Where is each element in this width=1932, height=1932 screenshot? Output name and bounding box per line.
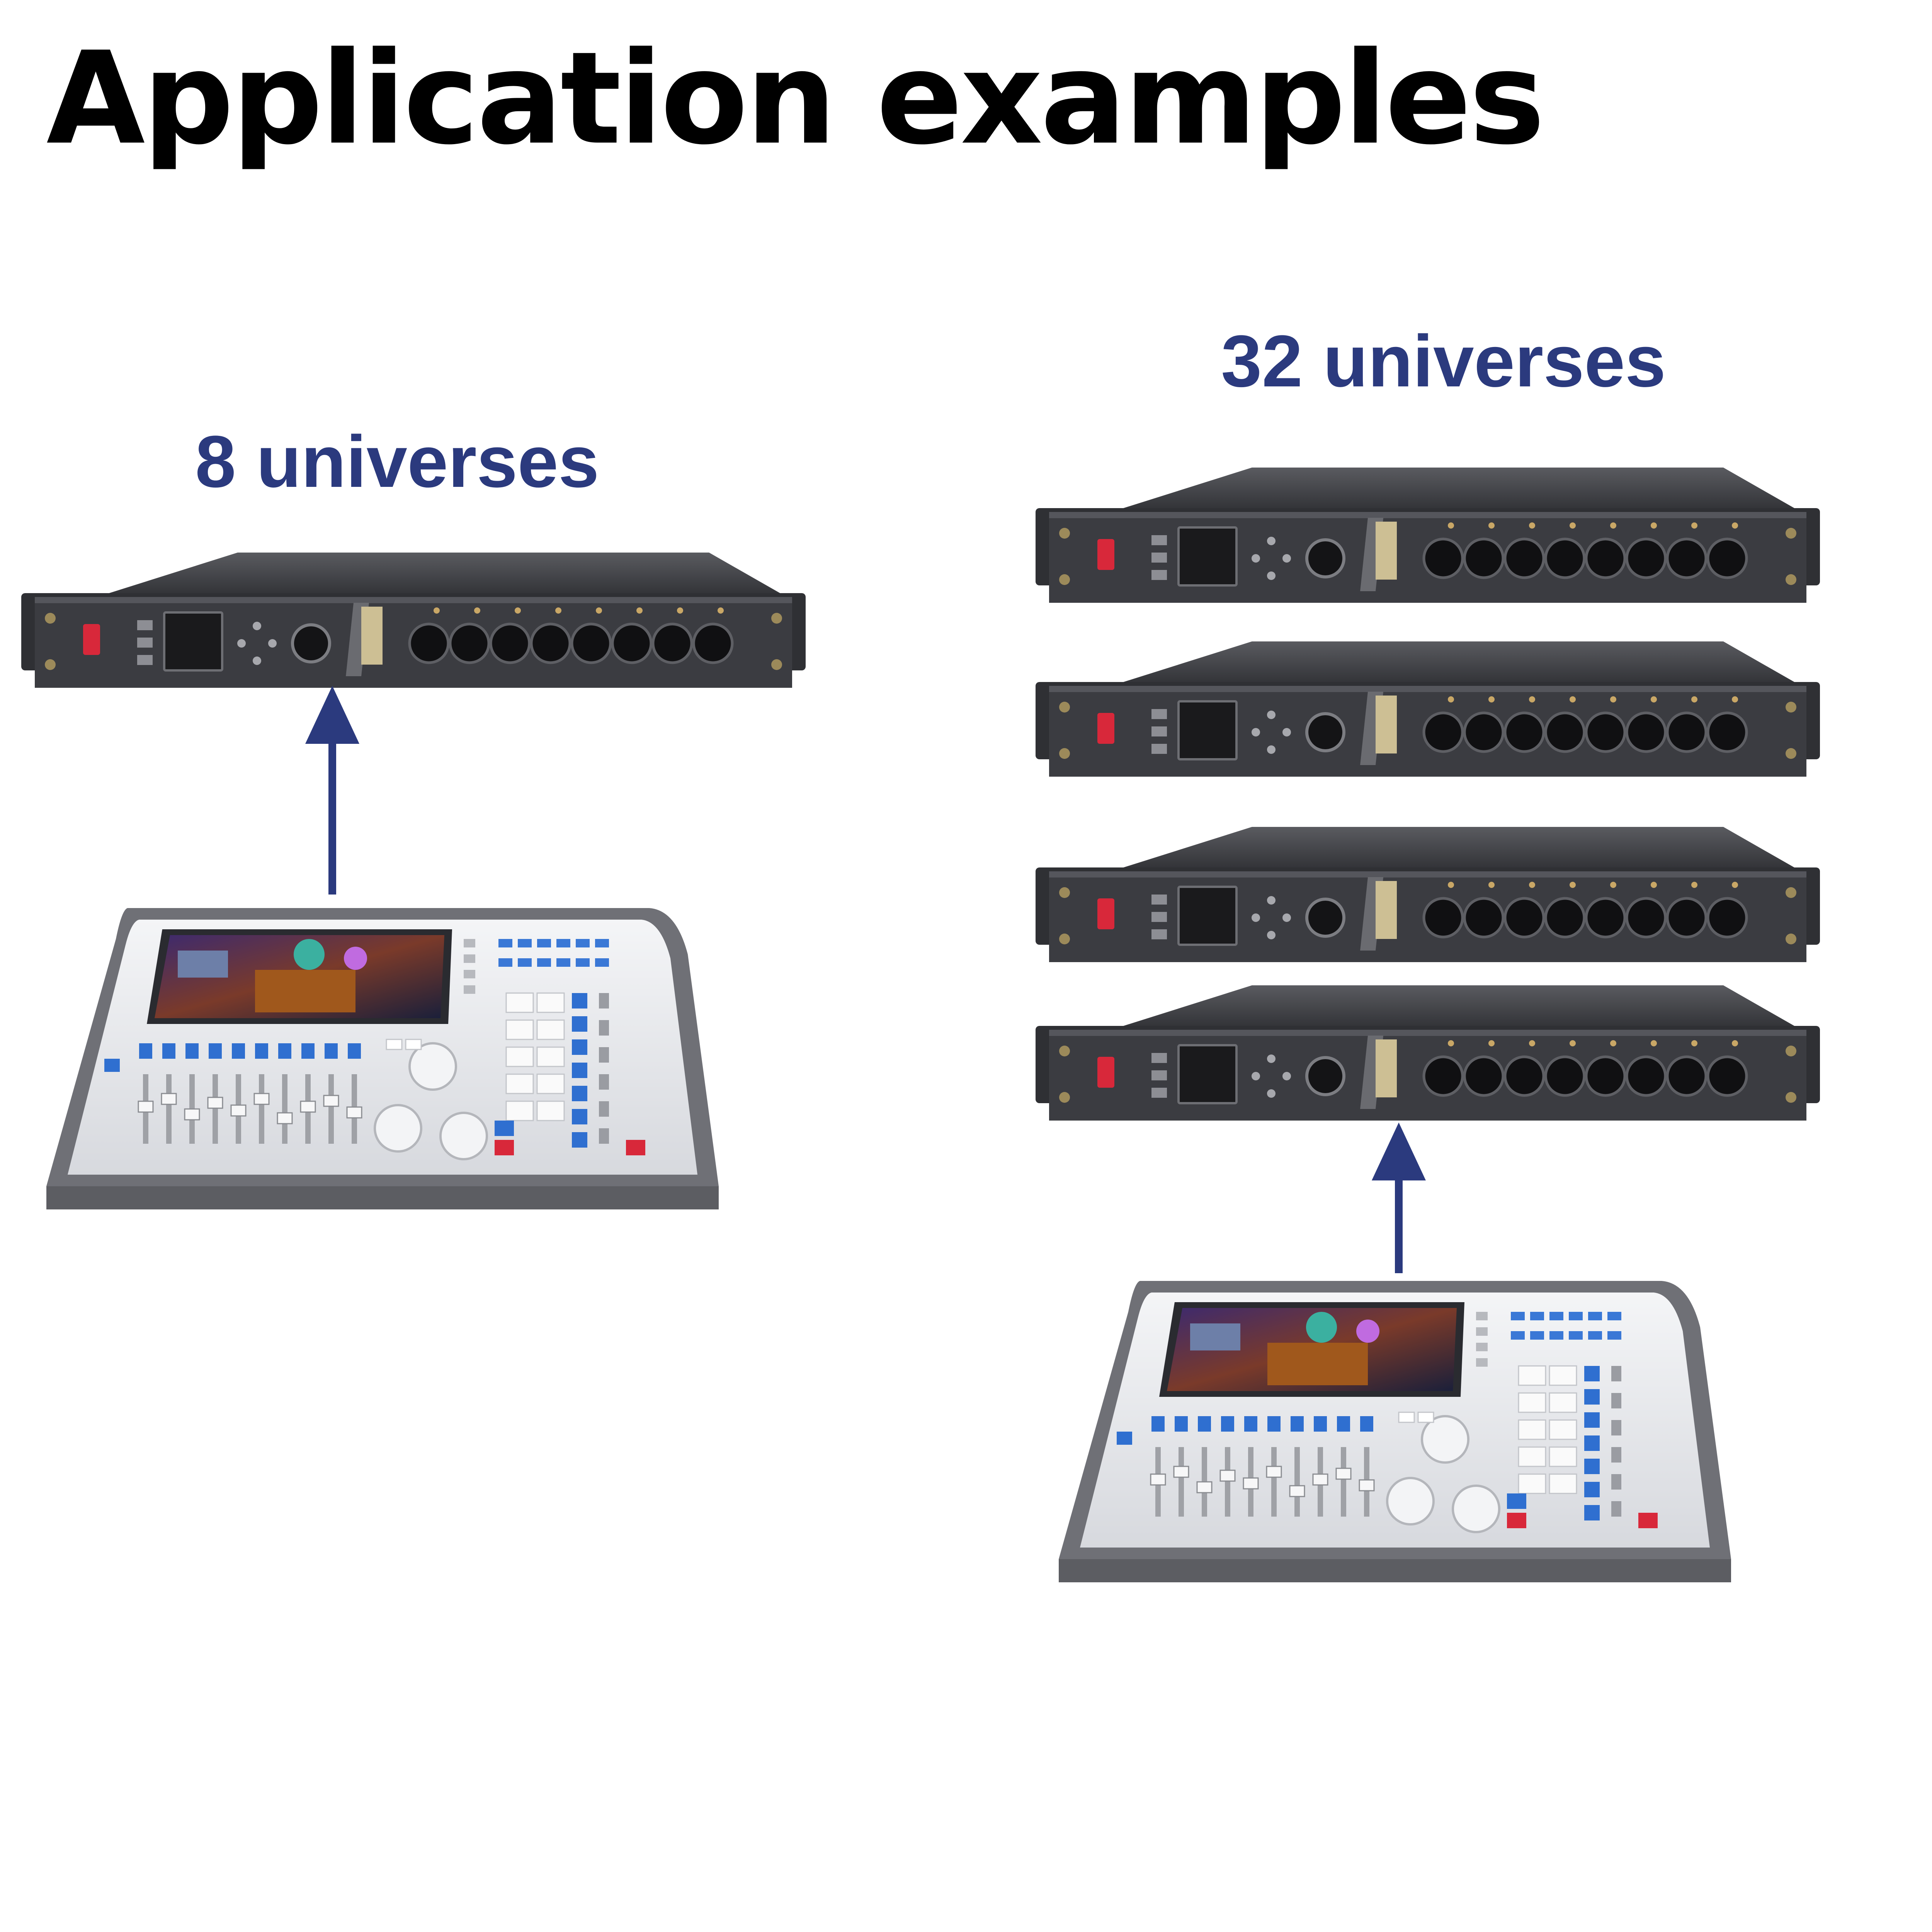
lighting-console-icon bbox=[1051, 1265, 1739, 1586]
dmx-node-rack-icon bbox=[1036, 638, 1820, 782]
dmx-node-rack-icon bbox=[1036, 464, 1820, 609]
dmx-node-rack-icon bbox=[21, 549, 806, 694]
right-universe-label: 32 universes bbox=[1221, 320, 1666, 402]
arrow-up-icon bbox=[1372, 1122, 1426, 1273]
left-universe-label: 8 universes bbox=[195, 421, 599, 503]
dmx-node-rack-icon bbox=[1036, 981, 1820, 1126]
lighting-console-icon bbox=[39, 893, 726, 1213]
arrow-up-icon bbox=[305, 686, 359, 895]
dmx-node-rack-icon bbox=[1036, 823, 1820, 968]
page-title: Application examples bbox=[46, 24, 1545, 173]
